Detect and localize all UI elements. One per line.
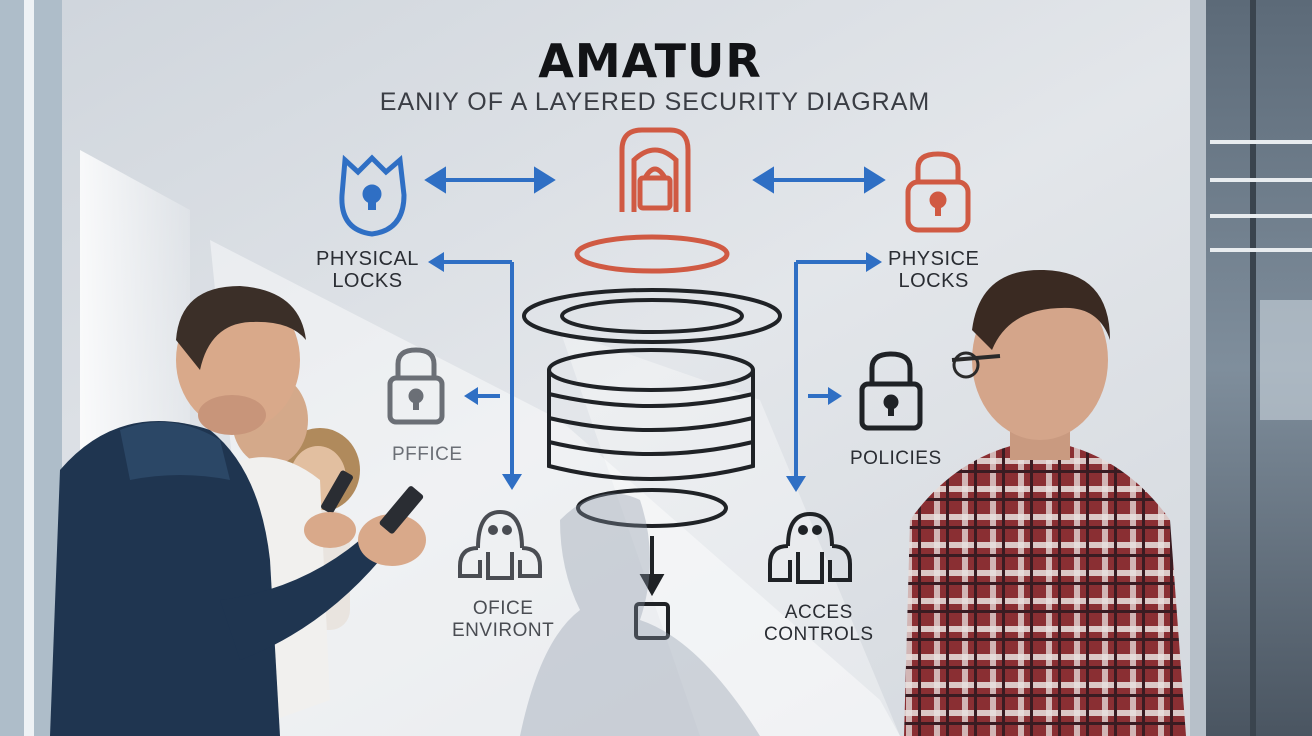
right-connector <box>794 260 870 478</box>
black-padlock-icon <box>859 351 923 431</box>
label-pffice: PFFICE <box>392 444 463 465</box>
label-policies: POLICIES <box>850 448 942 469</box>
layer-rings <box>522 288 782 344</box>
diagram-title: AMATUR <box>538 34 762 88</box>
red-ring <box>574 234 730 274</box>
red-arch-lock-icon <box>619 127 691 212</box>
red-padlock-icon <box>905 151 971 233</box>
double-arrow-left <box>424 166 556 194</box>
database-stack-icon <box>547 348 755 597</box>
octopus-icon <box>768 511 852 584</box>
double-arrow-right <box>752 166 886 194</box>
person-shadow <box>520 493 760 736</box>
sunlight-beam <box>210 240 900 736</box>
person-blue-shirt <box>50 286 426 736</box>
left-connector <box>440 260 514 478</box>
square-icon <box>634 602 670 640</box>
octopus-icon <box>458 509 542 580</box>
gray-padlock-icon <box>387 347 445 425</box>
diagram-subtitle: EANIY OF A LAYERED SECURITY DIAGRAM <box>379 88 931 116</box>
phone <box>379 486 424 534</box>
person-plaid-shirt <box>904 269 1186 736</box>
blue-shield-lock-icon <box>339 154 407 237</box>
